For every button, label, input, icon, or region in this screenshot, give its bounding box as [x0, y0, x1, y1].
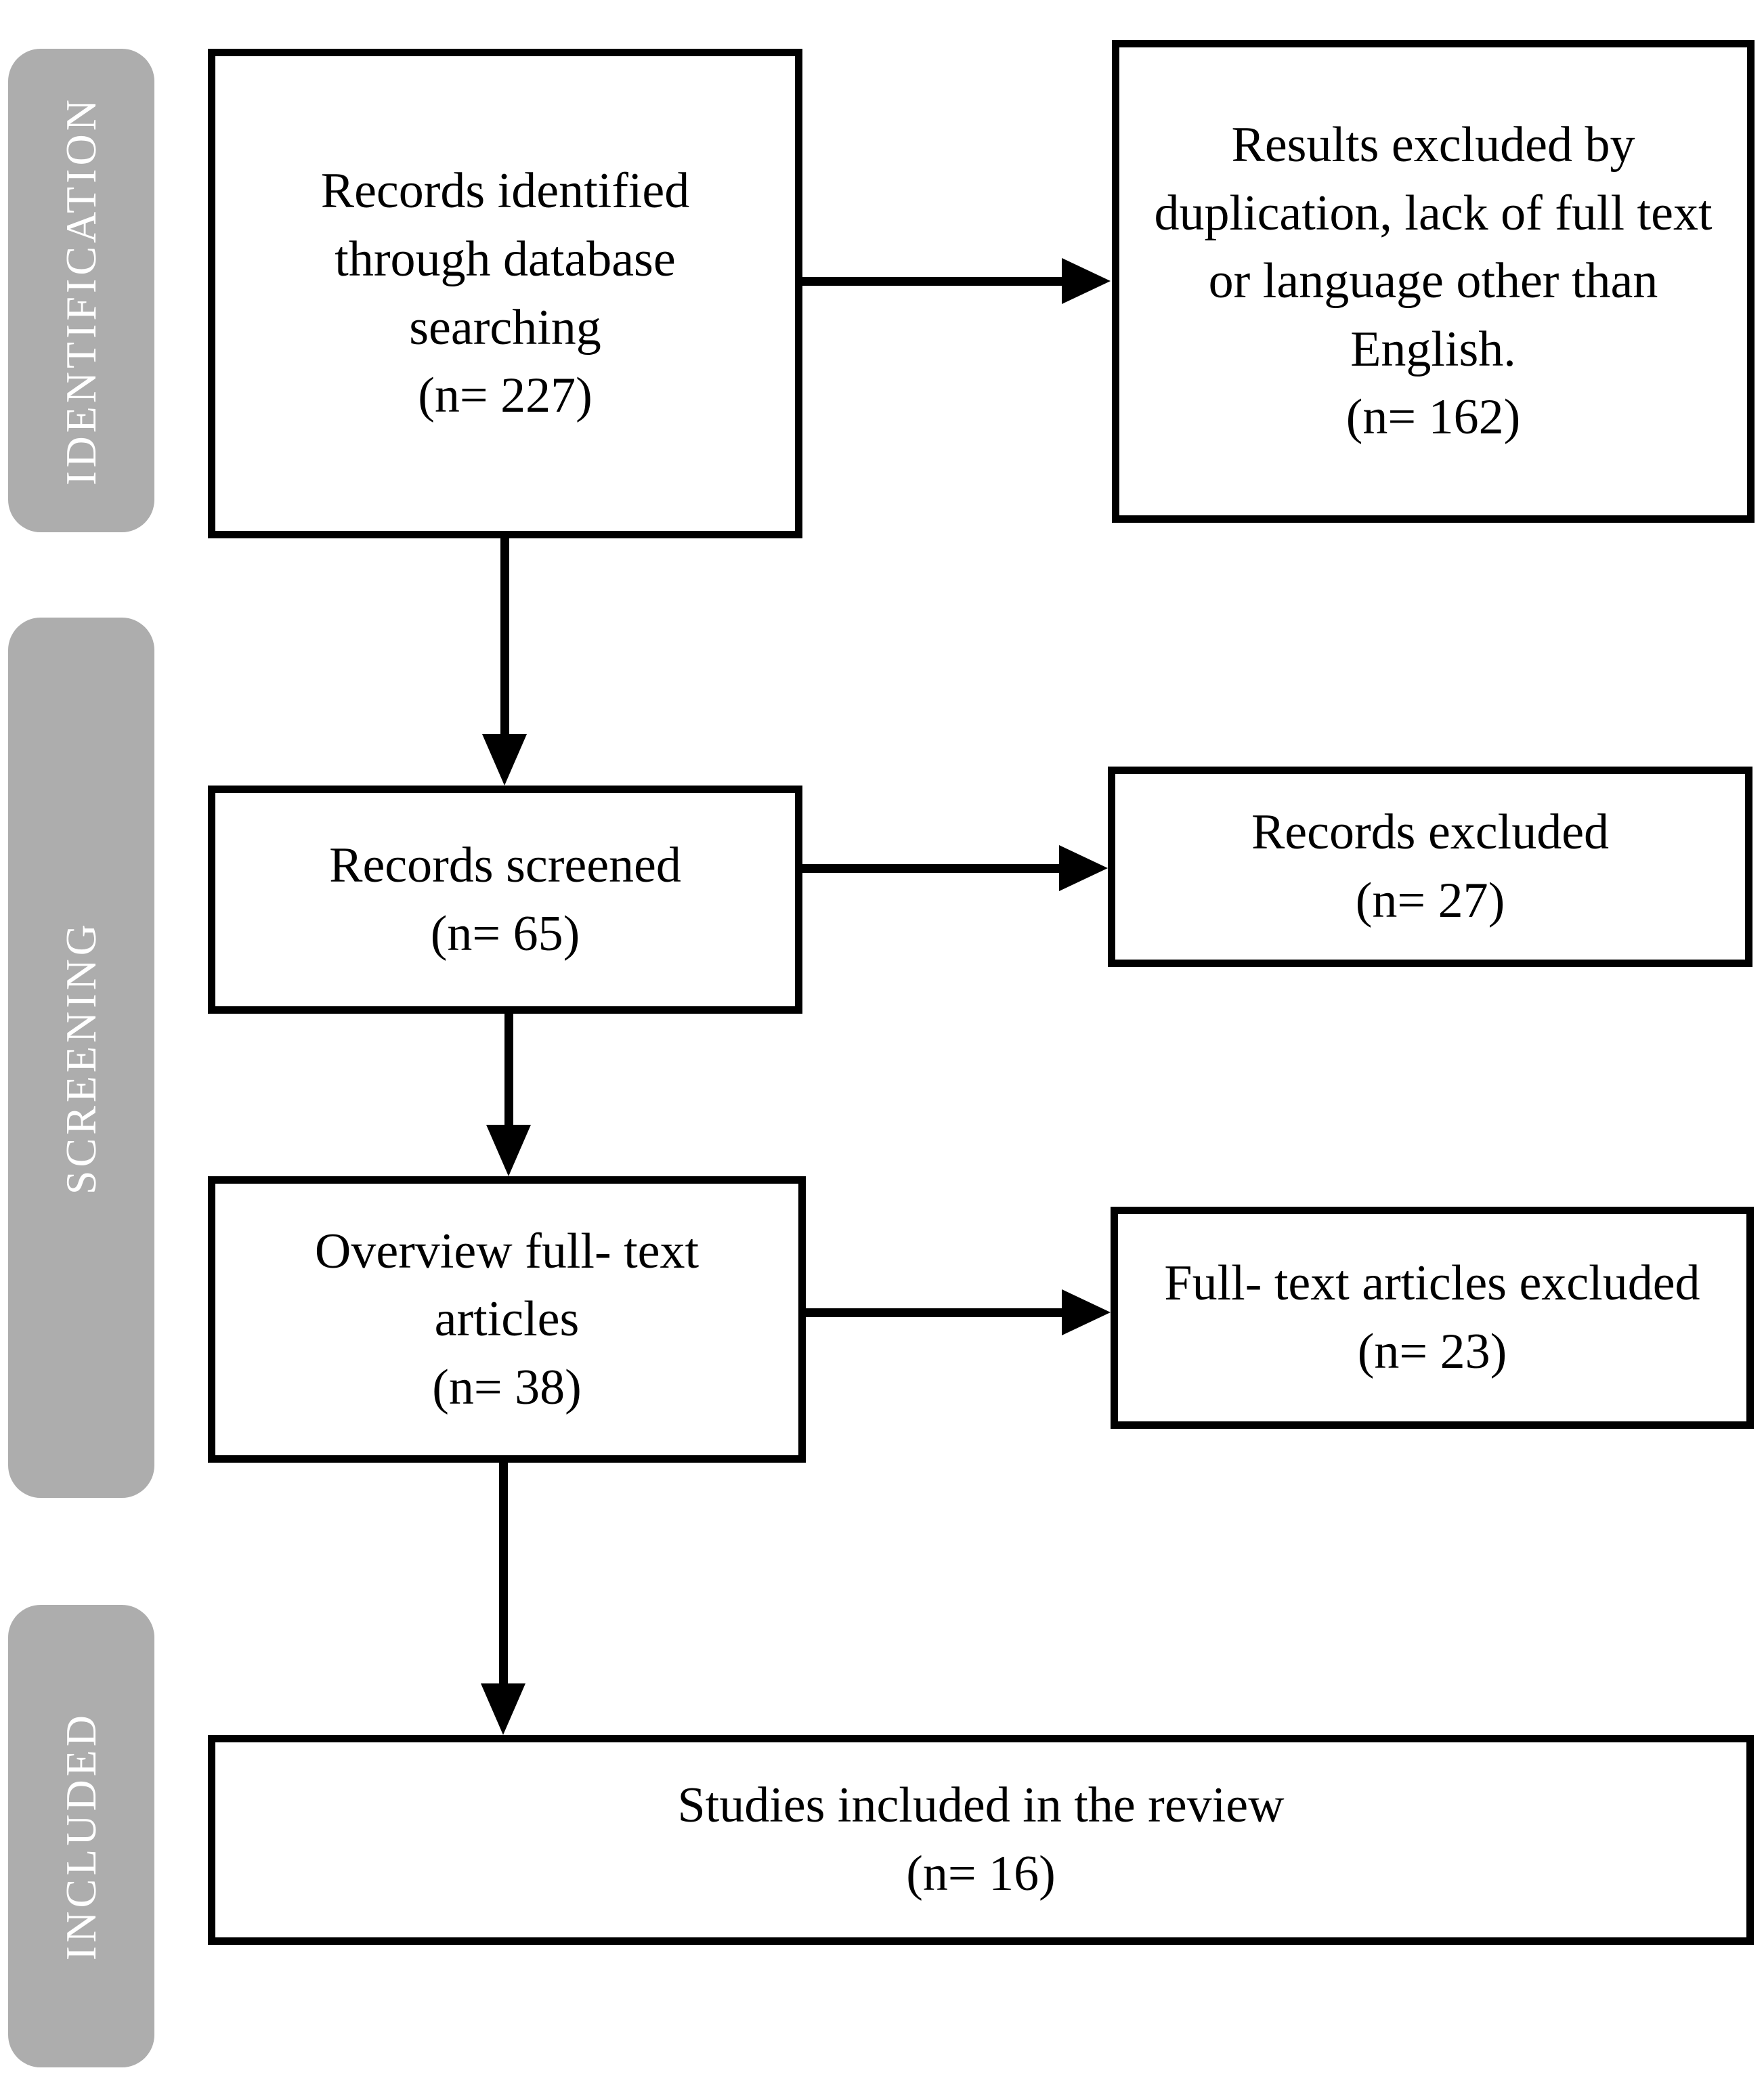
box-records-screened: Records screened (n= 65): [208, 786, 802, 1014]
box-records-excluded: Records excluded (n= 27): [1108, 767, 1752, 967]
box-text-line: Full- text articles excluded: [1164, 1255, 1700, 1312]
box-count: (n= 38): [432, 1359, 582, 1415]
box-overview-fulltext: Overview full- text articles (n= 38): [208, 1176, 806, 1463]
arrow-screened-to-fulltext-shaft: [504, 1014, 513, 1125]
box-count: (n= 27): [1355, 873, 1505, 928]
stage-label-identification: IDENTIFICATION: [57, 95, 105, 486]
box-text-line: Overview full- text: [314, 1223, 700, 1279]
box-count: (n= 227): [418, 368, 593, 424]
box-records-identified: Records identified through database sear…: [208, 49, 802, 538]
stage-label-screening: SCREENING: [57, 920, 105, 1195]
stage-bar-included: INCLUDED: [8, 1605, 154, 2067]
box-count: (n= 23): [1357, 1324, 1507, 1379]
arrow-screened-to-fulltext-head: [486, 1125, 531, 1176]
box-text-line: searching: [409, 299, 601, 356]
arrow-screened-to-excluded-head: [1059, 845, 1108, 891]
arrow-identified-to-screened-head: [482, 734, 527, 786]
box-count: (n= 65): [430, 905, 580, 962]
box-text-line: Records excluded: [1251, 804, 1610, 861]
box-text-line: Records identified: [320, 163, 690, 219]
box-text-line: through database: [335, 231, 676, 287]
arrow-screened-to-excluded-shaft: [802, 864, 1059, 873]
stage-bar-screening: SCREENING: [8, 618, 154, 1498]
box-text-line: duplication, lack of full text: [1154, 185, 1713, 241]
box-results-excluded: Results excluded by duplication, lack of…: [1112, 40, 1755, 523]
box-text-line: Results excluded by: [1231, 116, 1635, 173]
box-studies-included: Studies included in the review (n= 16): [208, 1735, 1754, 1945]
arrow-fulltext-to-excluded-head: [1062, 1289, 1111, 1335]
box-text-line: articles: [434, 1291, 580, 1348]
box-count: (n= 16): [906, 1846, 1056, 1901]
arrow-fulltext-to-included-head: [481, 1683, 525, 1735]
arrow-identified-to-excluded-head: [1062, 258, 1111, 304]
stage-label-included: INCLUDED: [57, 1711, 105, 1961]
box-text-line: English.: [1350, 321, 1516, 377]
box-text-line: Records screened: [329, 837, 681, 893]
box-fulltext-excluded: Full- text articles excluded (n= 23): [1111, 1207, 1754, 1429]
arrow-identified-to-screened-shaft: [500, 538, 509, 734]
box-count: (n= 162): [1346, 389, 1521, 446]
arrow-fulltext-to-excluded-shaft: [806, 1308, 1062, 1317]
box-text-line: Studies included in the review: [677, 1778, 1285, 1834]
arrow-fulltext-to-included-shaft: [499, 1463, 508, 1683]
box-text-line: or language other than: [1208, 253, 1658, 309]
arrow-identified-to-excluded-shaft: [802, 277, 1064, 286]
stage-bar-identification: IDENTIFICATION: [8, 49, 154, 532]
